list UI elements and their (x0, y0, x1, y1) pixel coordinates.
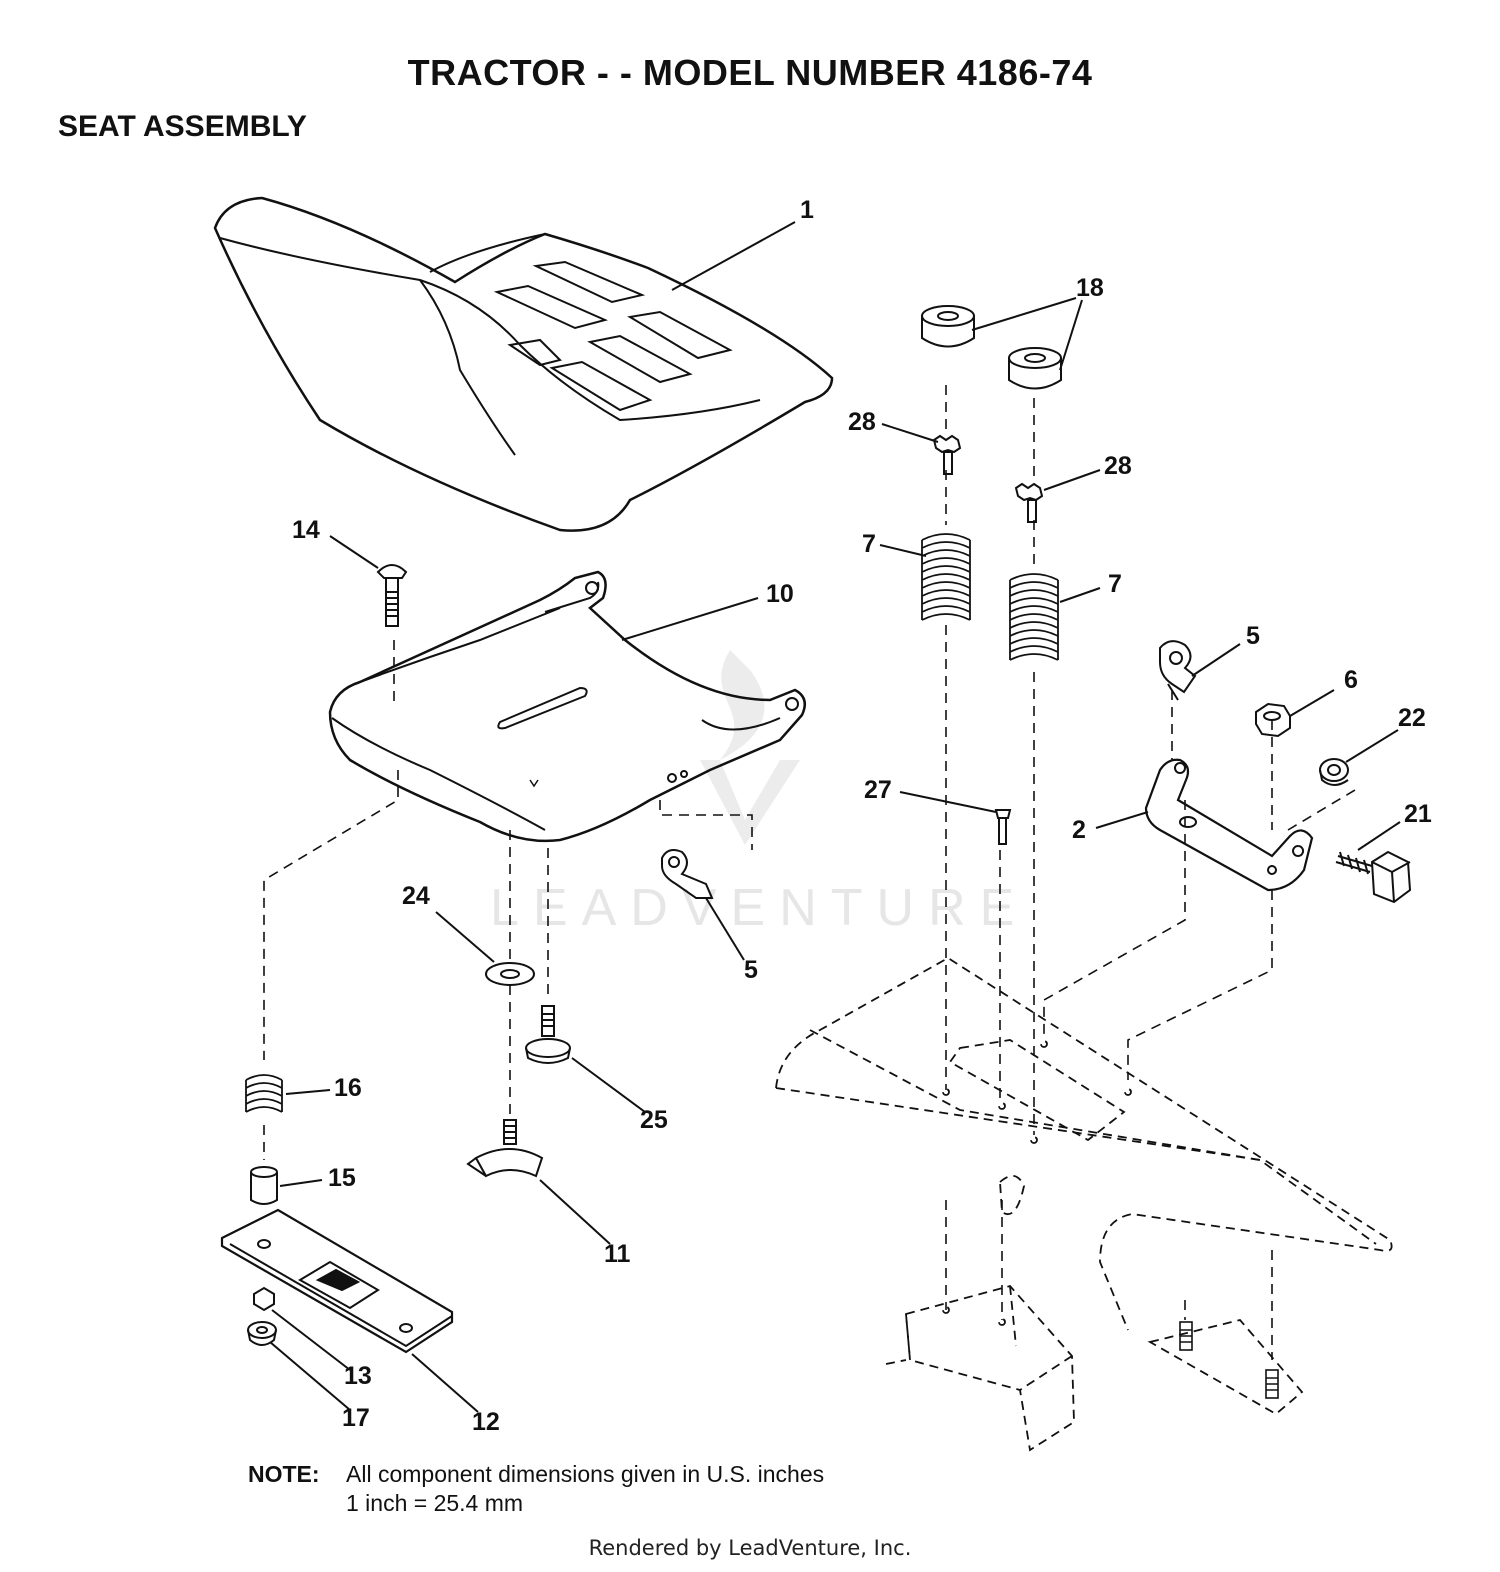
tractor-frame-outline (775, 956, 1393, 1452)
note: NOTE: All component dimensions given in U… (248, 1460, 824, 1518)
callout-labels: 1 18 28 28 7 7 14 10 5 6 22 21 2 27 24 5… (292, 196, 1432, 1436)
part-carriage-bolt (376, 564, 408, 627)
note-label: NOTE: (248, 1461, 320, 1487)
callout-18: 18 (1076, 274, 1104, 302)
note-text: All component dimensions given in U.S. i… (346, 1460, 824, 1518)
note-line-2: 1 inch = 25.4 mm (346, 1490, 524, 1516)
callout-16: 16 (334, 1074, 362, 1102)
frame-studs (1179, 1321, 1279, 1399)
callout-25: 25 (640, 1106, 668, 1134)
callout-28-right: 28 (1104, 452, 1132, 480)
callout-15: 15 (328, 1164, 356, 1192)
callout-5-right: 5 (1246, 622, 1260, 650)
part-knob (466, 1119, 544, 1178)
callout-27: 27 (864, 776, 892, 804)
part-clips (661, 640, 1197, 899)
leader-lines (269, 221, 1401, 1413)
part-nuts-lower (247, 1286, 277, 1346)
part-screws (932, 434, 1044, 523)
callout-7-left: 7 (862, 530, 876, 558)
callout-14: 14 (292, 516, 320, 544)
part-bushing (250, 1166, 278, 1205)
callout-7-right: 7 (1108, 570, 1122, 598)
watermark-text: LEADVENTURE (490, 879, 1029, 937)
callout-21: 21 (1404, 800, 1432, 828)
seat-cushion-pads (493, 260, 733, 412)
section-title: SEAT ASSEMBLY (58, 110, 307, 143)
callout-13: 13 (344, 1362, 372, 1390)
callout-1: 1 (800, 196, 814, 224)
callout-22: 22 (1398, 704, 1426, 732)
callout-28-left: 28 (848, 408, 876, 436)
page-title: TRACTOR - - MODEL NUMBER 4186-74 (407, 52, 1093, 93)
callout-6: 6 (1344, 666, 1358, 694)
callout-24: 24 (402, 882, 430, 910)
part-washer-nut (1319, 758, 1349, 786)
watermark-logo-icon (700, 650, 800, 845)
part-bracket (1144, 758, 1314, 892)
part-springs (921, 533, 1059, 661)
part-seat-pan (328, 570, 807, 843)
footer-credit: Rendered by LeadVenture, Inc. (588, 1536, 912, 1560)
part-nut (1255, 702, 1291, 738)
part-washer (485, 962, 535, 986)
assembly-lines (263, 385, 1356, 1360)
note-line-1: All component dimensions given in U.S. i… (346, 1461, 825, 1487)
part-pin (994, 809, 1012, 845)
part-seat (213, 196, 834, 532)
callout-2: 2 (1072, 816, 1086, 844)
part-plate (220, 1208, 454, 1354)
part-shoulder-bolt (525, 1005, 571, 1064)
callout-11: 11 (604, 1240, 631, 1268)
callout-17: 17 (342, 1404, 370, 1432)
part-spacers (921, 305, 1062, 390)
part-hex-bolt (1335, 850, 1412, 904)
part-spring-small (245, 1074, 283, 1113)
callout-10: 10 (766, 580, 794, 608)
callout-5-left: 5 (744, 956, 758, 984)
callout-12: 12 (472, 1408, 500, 1436)
